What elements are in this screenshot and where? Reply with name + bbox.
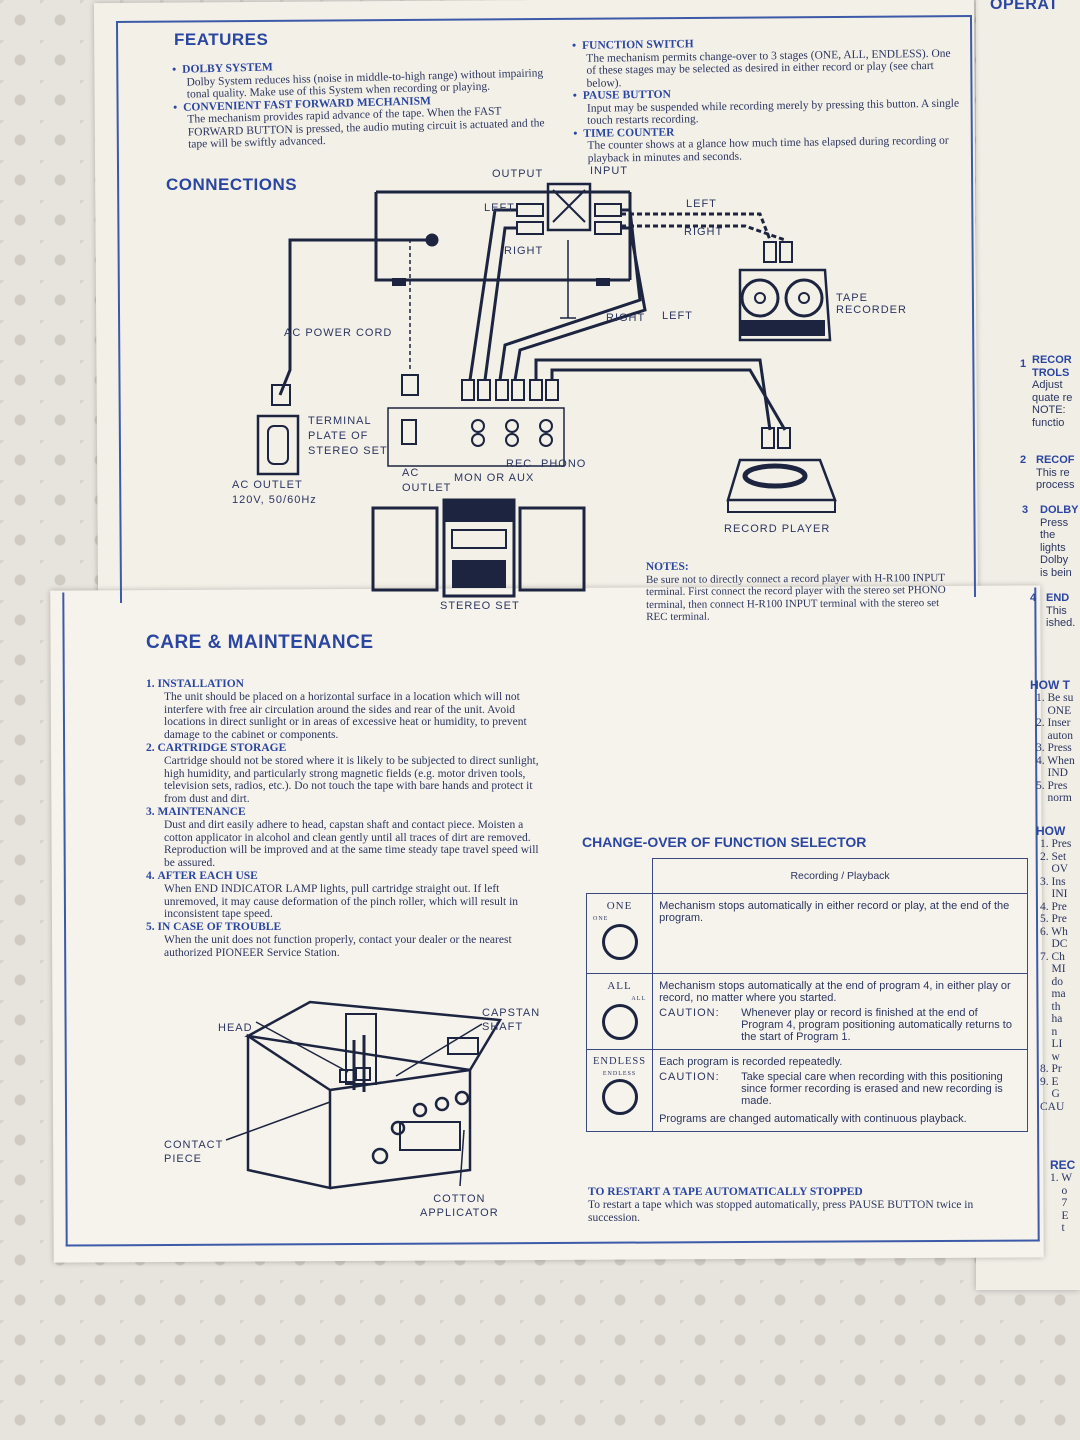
label-left: LEFT <box>484 202 515 214</box>
operation-heading: OPERAT <box>990 0 1059 13</box>
knob-label-all: ALL <box>631 996 647 1002</box>
connections-diagram <box>256 182 837 598</box>
function-selector-title: CHANGE-OVER OF FUNCTION SELECTOR <box>582 834 867 850</box>
how-to-title-1: HOW T <box>1030 678 1070 692</box>
restart-section: TO RESTART A TAPE AUTOMATICALLY STOPPED … <box>588 1186 1028 1225</box>
right-item-4-num: 4 <box>1030 592 1037 604</box>
care-list: 1. INSTALLATION The unit should be place… <box>146 678 546 960</box>
label-rp-right: RIGHT <box>606 312 646 324</box>
care-item-trouble: 5. IN CASE OF TROUBLE When the unit does… <box>146 921 512 959</box>
label-right: RIGHT <box>504 245 544 257</box>
row-one-text: Mechanism stops automatically in either … <box>652 893 1028 974</box>
how-to-title-2: HOW <box>1036 824 1066 838</box>
label-tape-left: LEFT <box>686 198 717 210</box>
rec-title: REC <box>1050 1158 1076 1172</box>
function-selector-table: Recording / Playback ONE ONE Mechanism s… <box>585 858 1028 1132</box>
label-phono: PHONO <box>541 458 587 470</box>
knob-label-endless: ENDLESS <box>602 1071 637 1077</box>
care-heading: CARE & MAINTENANCE <box>146 632 374 653</box>
mode-all: ALL ALL <box>585 973 654 1050</box>
mode-one: ONE ONE <box>585 893 654 974</box>
label-output: OUTPUT <box>492 168 544 180</box>
label-tape-right: RIGHT <box>684 226 724 238</box>
label-record-player: RECORD PLAYER <box>724 523 831 535</box>
right-item-1: 1 <box>1020 358 1027 370</box>
function-knob-all-icon <box>601 1004 638 1040</box>
function-knob-one-icon <box>601 924 638 960</box>
table-header-recording-playback: Recording / Playback <box>652 858 1028 894</box>
care-item-after-use: 4. AFTER EACH USE When END INDICATOR LAM… <box>146 869 519 921</box>
label-stereo-set: STEREO SET <box>440 600 520 612</box>
connections-heading: CONNECTIONS <box>166 175 298 194</box>
label-rec: REC <box>506 458 533 470</box>
connections-notes: NOTES: Be sure not to directly connect a… <box>646 559 950 624</box>
row-all-text: Mechanism stops automatically at the end… <box>652 973 1028 1050</box>
table-row-one: ONE ONE Mechanism stops automatically in… <box>585 893 1028 974</box>
knob-label-one: ONE <box>593 916 609 922</box>
tape-deck-illustration <box>225 1000 503 1190</box>
features-heading: FEATURES <box>174 30 269 49</box>
care-item-maintenance: 3. MAINTENANCE Dust and dirt easily adhe… <box>146 805 539 870</box>
restart-title: TO RESTART A TAPE AUTOMATICALLY STOPPED <box>588 1186 863 1198</box>
table-row-endless: ENDLESS ENDLESS Each program is recorded… <box>585 1049 1028 1132</box>
label-input: INPUT <box>590 165 628 177</box>
ac-outlet <box>256 414 300 476</box>
label-ac-power-cord: AC POWER CORD <box>284 327 393 339</box>
terminal-plate <box>387 407 565 467</box>
label-head: HEAD <box>218 1022 253 1034</box>
stereo-speaker-left <box>371 506 439 592</box>
table-row-all: ALL ALL Mechanism stops automatically at… <box>585 973 1028 1050</box>
deck-side <box>246 1033 332 1190</box>
label-mon-aux: MON OR AUX <box>454 472 535 484</box>
stereo-speaker-right <box>518 506 586 592</box>
label-rp-left: LEFT <box>662 310 693 322</box>
right-item-2-num: 2 <box>1020 454 1027 466</box>
function-knob-endless-icon <box>601 1079 638 1115</box>
mode-endless: ENDLESS ENDLESS <box>585 1049 654 1132</box>
io-jack-plate <box>546 182 592 232</box>
restart-body: To restart a tape which was stopped auto… <box>588 1199 974 1224</box>
notes-body: Be sure not to directly connect a record… <box>645 571 946 624</box>
rec-list: 1. W o 7 E t <box>1050 1172 1073 1234</box>
tape-recorder-body <box>738 268 832 342</box>
right-item-3-num: 3 <box>1022 504 1029 516</box>
deck-front <box>329 1068 472 1190</box>
care-item-installation: 1. INSTALLATION The unit should be place… <box>146 678 527 742</box>
row-endless-text: Each program is recorded repeatedly. CAU… <box>652 1049 1028 1132</box>
deck-top <box>244 1000 503 1072</box>
care-item-cartridge-storage: 2. CARTRIDGE STORAGE Cartridge should no… <box>146 741 539 806</box>
